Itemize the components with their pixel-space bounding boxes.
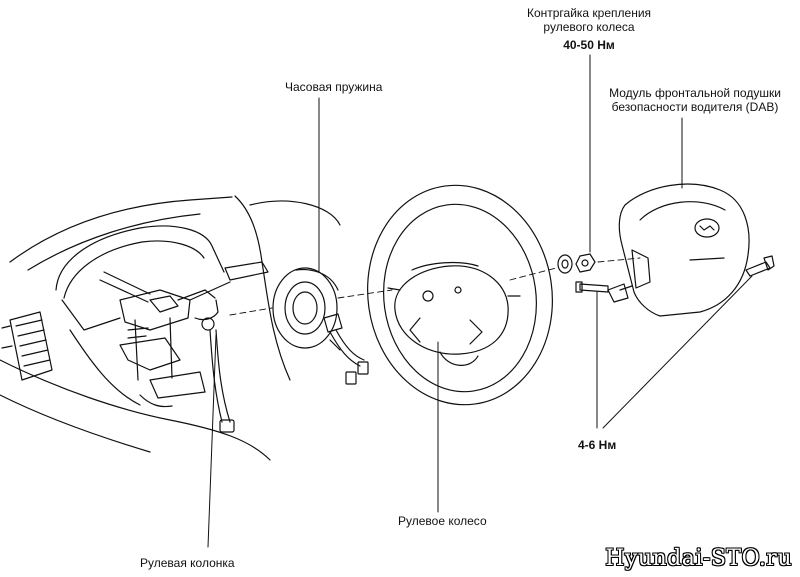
lock-nut-label-line2: рулевого колеса	[543, 20, 635, 34]
airbag-module-label-line1: Модуль фронтальной подушки	[609, 86, 781, 100]
airbag-module-illustration	[607, 183, 750, 317]
airbag-module-label-line2: безопасности водителя (DAB)	[611, 100, 779, 114]
steering-column-label: Рулевая колонка	[140, 556, 235, 570]
assembly-axis-line	[229, 257, 641, 316]
dashboard-illustration	[0, 195, 341, 461]
airbag-bolts-illustration	[575, 255, 775, 293]
steering-column-illustration	[99, 261, 269, 433]
steering-wheel-label: Рулевое колесо	[398, 514, 487, 528]
leader-lines	[207, 54, 753, 548]
steering-wheel-illustration	[367, 184, 553, 406]
lock-nut-torque: 40-50 Нм	[563, 38, 615, 52]
airbag-module-label: Модуль фронтальной подушки безопасности …	[600, 86, 790, 114]
lock-nut-illustration	[557, 253, 596, 274]
bolt-torque-label: 4-6 Нм	[578, 438, 617, 452]
lock-nut-label-line1: Контргайка крепления	[526, 6, 652, 20]
lock-nut-label: Контргайка крепления рулевого колеса 40-…	[505, 6, 673, 52]
watermark-logo: Hyundai-STO.ru	[605, 546, 792, 571]
clock-spring-illustration	[272, 267, 369, 385]
clock-spring-label: Часовая пружина	[285, 80, 383, 94]
